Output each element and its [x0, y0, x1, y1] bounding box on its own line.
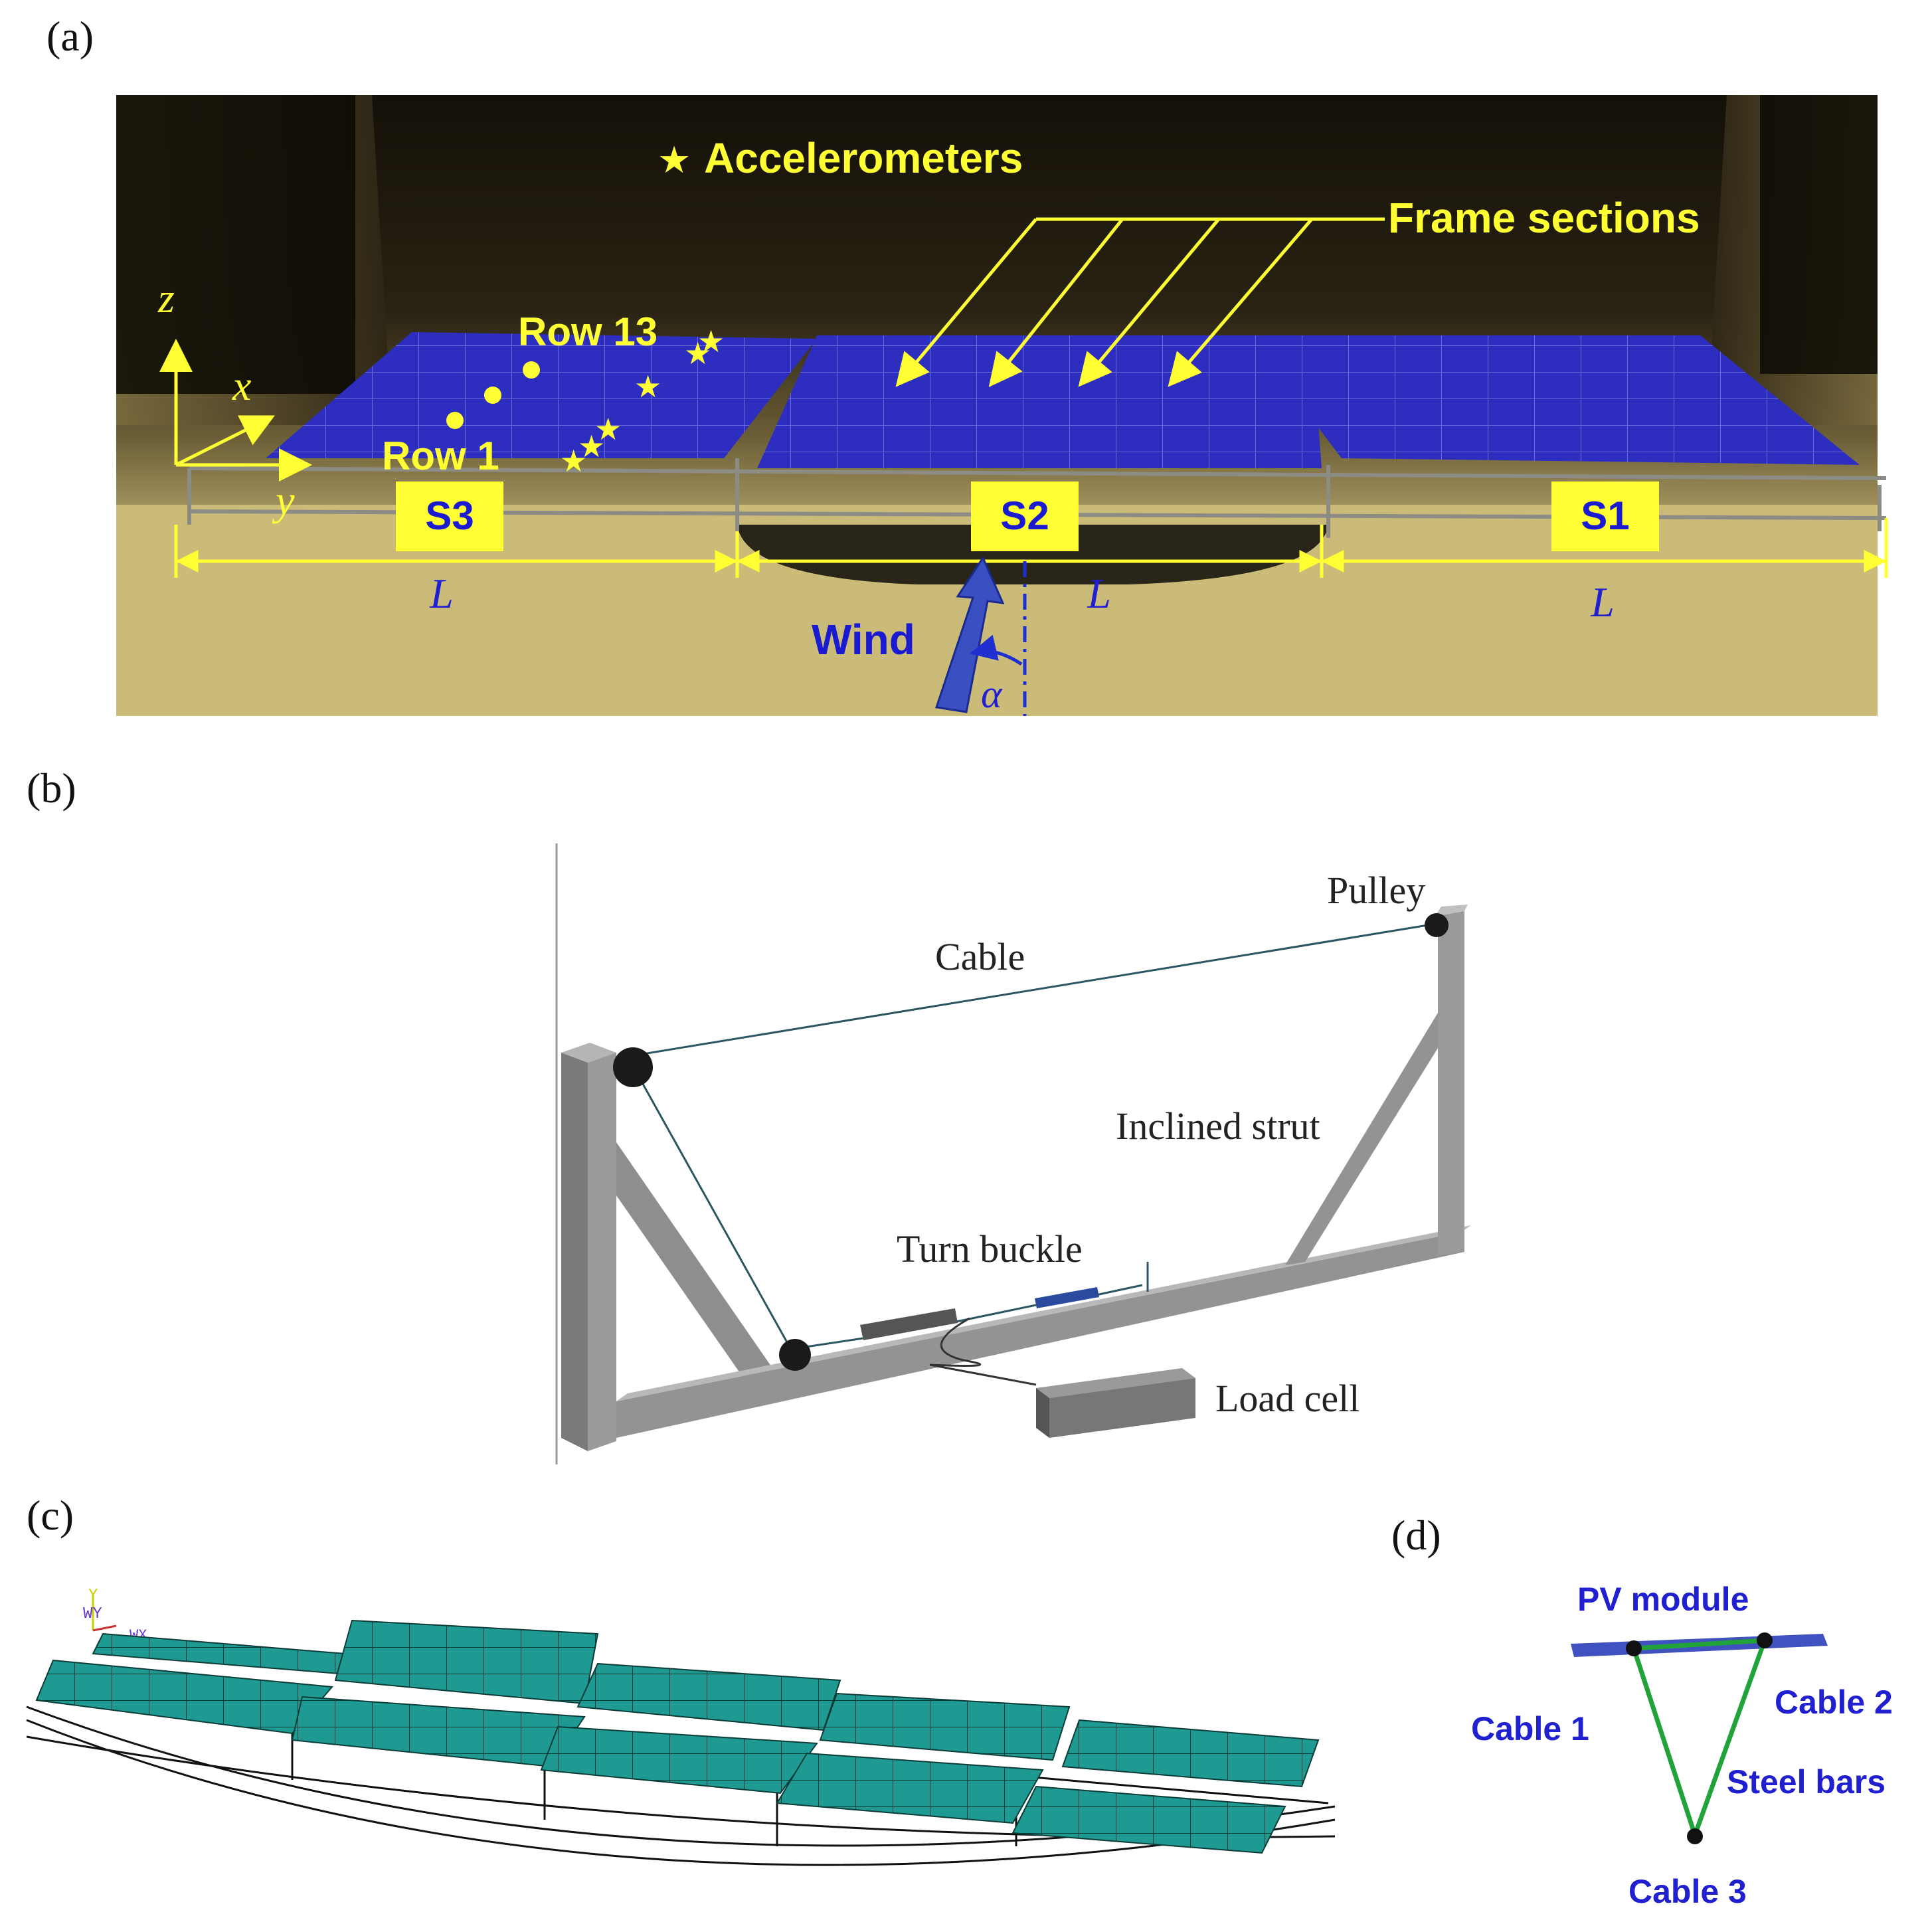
fe-module-segment — [819, 1692, 1071, 1761]
axis-triad — [159, 339, 312, 481]
pv-array-s3 — [266, 332, 817, 458]
load-cell-top — [1036, 1368, 1195, 1398]
pv-array-s2 — [757, 335, 1322, 468]
section-box-s3 — [396, 481, 503, 551]
tunnel-window-left — [116, 95, 355, 394]
frame-column-left-top — [561, 1043, 616, 1063]
accelerometer-star: ★ — [594, 412, 622, 446]
accelerometer-legend-symbol: ★ — [658, 139, 691, 181]
triad-y-label: Y — [88, 1587, 98, 1605]
fe-module-segment — [776, 1752, 1044, 1824]
section-box-s2 — [971, 481, 1079, 551]
accelerometer-star: ★ — [684, 336, 711, 371]
cable-2-node — [1757, 1632, 1773, 1648]
cable-1-node — [1626, 1640, 1642, 1656]
section-box-s1 — [1551, 481, 1659, 551]
row-1-label: Row 1 — [382, 434, 499, 478]
span-label-s2: L — [1087, 570, 1111, 617]
tunnel-floor — [116, 505, 1878, 716]
turn-buckle-link — [1035, 1287, 1099, 1308]
cable-label: Cable — [935, 935, 1025, 978]
triad-wy-label: WY — [83, 1605, 102, 1623]
tunnel-window-right — [1760, 95, 1878, 374]
frame-sections-label: Frame sections — [1388, 194, 1700, 242]
cable-3-node — [1687, 1828, 1703, 1844]
pulley-label: Pulley — [1327, 869, 1425, 912]
accelerometer-star: ★ — [697, 324, 725, 359]
cable-3-label: Cable 3 — [1628, 1873, 1747, 1910]
accelerometer-star: ★ — [560, 444, 587, 478]
steel-bars-label: Steel bars — [1727, 1763, 1886, 1800]
turntable — [737, 525, 1328, 584]
load-cell-wire — [929, 1317, 1037, 1386]
row-marker — [446, 412, 464, 429]
steel-bars — [1631, 1638, 1767, 1836]
load-cell-side — [1036, 1388, 1049, 1438]
wind-label: Wind — [812, 616, 915, 663]
wind-angle-arc — [970, 634, 1023, 666]
pv-module-label: PV module — [1577, 1581, 1749, 1618]
frame-brace-left — [616, 1142, 777, 1388]
axis-x-label: x — [232, 362, 251, 409]
span-dimensions — [174, 518, 1888, 578]
turn-buckle-body — [860, 1308, 958, 1340]
panel-label-d: (d) — [1391, 1512, 1441, 1559]
load-cell-label: Load cell — [1215, 1377, 1360, 1420]
load-cell-front — [1049, 1378, 1195, 1438]
frame-column-right — [1438, 910, 1464, 1255]
fe-triad: Y WY WX — [83, 1587, 147, 1644]
inclined-strut — [1285, 1013, 1441, 1265]
axis-z-label: z — [157, 274, 175, 321]
panel-label-c: (c) — [27, 1492, 74, 1539]
fe-module-segment — [35, 1659, 334, 1735]
cross-section: PV module Cable 1 Cable 2 Steel bars Cab… — [1471, 1581, 1893, 1910]
accelerometer-legend: Accelerometers — [704, 134, 1023, 182]
span-label-s1: L — [1590, 578, 1615, 626]
fe-module-segment — [540, 1725, 818, 1794]
row-13-label: Row 13 — [518, 309, 658, 354]
fe-model: Y WY WX — [26, 1587, 1336, 1866]
fe-module-segment — [1011, 1785, 1286, 1854]
panel-label-b: (b) — [27, 764, 76, 812]
photo-panel: ★ Accelerometers Frame sections Row 13 R… — [116, 95, 1888, 716]
frame-beam-bottom-top — [616, 1225, 1471, 1401]
row-marker — [484, 387, 501, 404]
fe-module-segment — [576, 1662, 841, 1731]
frame-column-left-side — [561, 1053, 588, 1451]
frame-section-leaders — [895, 217, 1385, 387]
wind-arrow — [935, 555, 1005, 713]
accelerometer-star: ★ — [578, 429, 605, 464]
row-marker — [523, 361, 540, 379]
panel-label-a: (a) — [46, 13, 94, 60]
frame-column-left-front — [588, 1053, 616, 1451]
accelerometer-star: ★ — [634, 369, 661, 404]
pulley-top-left — [613, 1047, 653, 1087]
turn-buckle-label: Turn buckle — [897, 1227, 1083, 1270]
axis-y-label: y — [272, 477, 295, 524]
pulley-top-right — [1425, 913, 1449, 937]
pv-array-s1 — [1249, 335, 1860, 465]
frame-column-right-top — [1435, 905, 1468, 917]
pulley-bottom — [779, 1339, 811, 1371]
cable-1-label: Cable 1 — [1471, 1710, 1589, 1747]
wind-angle-label: α — [981, 672, 1003, 716]
fe-module-segment — [291, 1696, 586, 1768]
section-label-s2: S2 — [1000, 493, 1049, 538]
fe-module-segment — [1061, 1719, 1320, 1788]
span-label-s3: L — [429, 570, 454, 617]
fe-module-segment — [334, 1619, 599, 1705]
cable-schematic: Pulley Cable Inclined strut Turn buckle … — [555, 843, 1471, 1464]
cable-2-label: Cable 2 — [1775, 1684, 1893, 1721]
frame-beam-bottom — [616, 1232, 1464, 1438]
inclined-strut-label: Inclined strut — [1116, 1104, 1320, 1148]
section-label-s3: S3 — [425, 493, 474, 538]
section-label-s1: S1 — [1581, 493, 1629, 538]
